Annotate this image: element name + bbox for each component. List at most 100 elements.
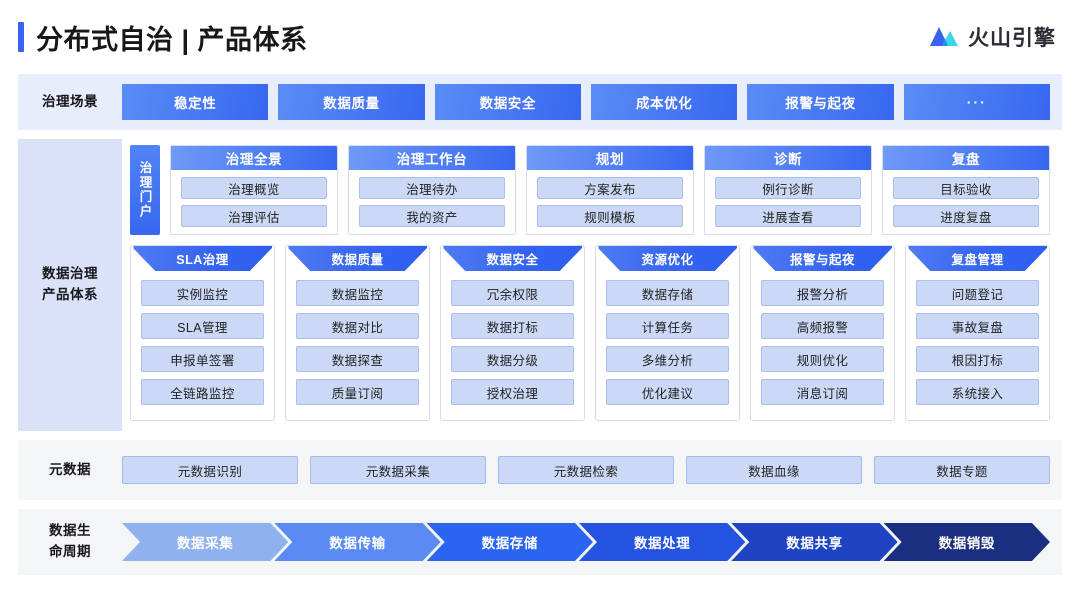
panel-items: 治理待办 我的资产: [349, 170, 515, 234]
item-incident-review[interactable]: 事故复盘: [916, 313, 1039, 339]
panel-governance-workbench: 治理工作台 治理待办 我的资产: [348, 145, 516, 235]
scenario-button-data-security[interactable]: 数据安全: [434, 84, 581, 120]
scenario-button-cost-optimization[interactable]: 成本优化: [590, 84, 738, 120]
lifecycle-stage-processing[interactable]: 数据处理: [579, 523, 745, 561]
item-governance-overview[interactable]: 治理概览: [181, 177, 327, 199]
metadata-button-identification[interactable]: 元数据识别: [122, 456, 298, 484]
lifecycle-stage-transmission[interactable]: 数据传输: [274, 523, 440, 561]
panel-items: 治理概览 治理评估: [171, 170, 337, 234]
volcano-mountain-icon: [930, 27, 958, 46]
item-root-cause-tagging[interactable]: 根因打标: [916, 346, 1039, 372]
item-governance-assessment[interactable]: 治理评估: [181, 205, 327, 227]
metadata-button-data-topic[interactable]: 数据专题: [874, 456, 1050, 484]
page-title: 分布式自治 | 产品体系: [36, 24, 308, 55]
scenario-button-stability[interactable]: 稳定性: [122, 84, 269, 120]
item-system-onboarding[interactable]: 系统接入: [916, 379, 1039, 405]
card-sla-governance: SLA治理 实例监控 SLA管理 申报单签署 全链路监控: [130, 245, 275, 421]
item-governance-todo[interactable]: 治理待办: [359, 177, 505, 199]
spacer: [0, 431, 1080, 440]
item-data-monitoring[interactable]: 数据监控: [296, 280, 419, 306]
lifecycle-section: 数据生 命周期 数据采集 数据传输 数据存储 数据处理 数据共享 数据销毁: [18, 509, 1062, 575]
item-full-link-monitoring[interactable]: 全链路监控: [141, 379, 264, 405]
metadata-section: 元数据 元数据识别 元数据采集 元数据检索 数据血缘 数据专题: [18, 440, 1062, 500]
metadata-button-row: 元数据识别 元数据采集 元数据检索 数据血缘 数据专题: [122, 440, 1062, 500]
spacer: [0, 130, 1080, 139]
title-accent-bar: [18, 22, 24, 52]
card-title: 数据安全: [443, 246, 582, 271]
lifecycle-section-label: 数据生 命周期: [18, 509, 122, 575]
item-multidimensional-analysis[interactable]: 多维分析: [606, 346, 729, 372]
panel-title: 治理全景: [171, 146, 337, 170]
item-message-subscription[interactable]: 消息订阅: [761, 379, 884, 405]
item-progress-review[interactable]: 进度复盘: [893, 205, 1039, 227]
item-rule-template[interactable]: 规则模板: [537, 205, 683, 227]
item-high-frequency-alerts[interactable]: 高频报警: [761, 313, 884, 339]
metadata-button-data-lineage[interactable]: 数据血缘: [686, 456, 862, 484]
card-data-quality: 数据质量 数据监控 数据对比 数据探查 质量订阅: [285, 245, 430, 421]
item-my-assets[interactable]: 我的资产: [359, 205, 505, 227]
core-section-label-line2: 产品体系: [42, 287, 98, 302]
panel-title: 诊断: [705, 146, 871, 170]
panel-title: 复盘: [883, 146, 1049, 170]
core-section: 数据治理 产品体系 治理门户 治理全景 治理概览 治理评估 治理工作台 治理待办: [18, 139, 1062, 431]
item-data-exploration[interactable]: 数据探查: [296, 346, 419, 372]
panel-items: 目标验收 进度复盘: [883, 170, 1049, 234]
title-group: 分布式自治 | 产品体系: [18, 18, 929, 57]
lifecycle-stage-destruction[interactable]: 数据销毁: [884, 523, 1050, 561]
lifecycle-stage-storage[interactable]: 数据存储: [427, 523, 593, 561]
core-section-body: 治理门户 治理全景 治理概览 治理评估 治理工作台 治理待办 我的资产: [122, 139, 1062, 431]
lifecycle-stage-sharing[interactable]: 数据共享: [731, 523, 897, 561]
item-plan-release[interactable]: 方案发布: [537, 177, 683, 199]
card-review-management: 复盘管理 问题登记 事故复盘 根因打标 系统接入: [905, 245, 1050, 421]
scenario-section: 治理场景 稳定性 数据质量 数据安全 成本优化 报警与起夜 ···: [18, 74, 1062, 130]
panel-review: 复盘 目标验收 进度复盘: [882, 145, 1050, 235]
card-title: SLA治理: [133, 246, 272, 271]
spacer: [0, 500, 1080, 509]
item-sla-management[interactable]: SLA管理: [141, 313, 264, 339]
item-data-comparison[interactable]: 数据对比: [296, 313, 419, 339]
brand-name: 火山引擎: [968, 27, 1056, 50]
item-rule-optimization[interactable]: 规则优化: [761, 346, 884, 372]
item-instance-monitoring[interactable]: 实例监控: [141, 280, 264, 306]
item-declaration-signing[interactable]: 申报单签署: [141, 346, 264, 372]
portal-vertical-tab[interactable]: 治理门户: [130, 145, 160, 235]
item-authorization-governance[interactable]: 授权治理: [451, 379, 574, 405]
metadata-button-retrieval[interactable]: 元数据检索: [498, 456, 674, 484]
governance-portal-row: 治理门户 治理全景 治理概览 治理评估 治理工作台 治理待办 我的资产: [130, 145, 1050, 235]
card-title: 资源优化: [598, 246, 737, 271]
item-data-tagging[interactable]: 数据打标: [451, 313, 574, 339]
metadata-button-collection[interactable]: 元数据采集: [310, 456, 486, 484]
item-data-storage[interactable]: 数据存储: [606, 280, 729, 306]
scenario-button-more[interactable]: ···: [903, 84, 1050, 120]
card-alert-oncall: 报警与起夜 报警分析 高频报警 规则优化 消息订阅: [750, 245, 895, 421]
item-progress-view[interactable]: 进展查看: [715, 205, 861, 227]
card-title: 数据质量: [288, 246, 427, 271]
panel-title: 治理工作台: [349, 146, 515, 170]
panel-governance-overview: 治理全景 治理概览 治理评估: [170, 145, 338, 235]
lifecycle-section-label-line1: 数据生: [49, 523, 91, 539]
lifecycle-stage-collection[interactable]: 数据采集: [122, 523, 288, 561]
item-quality-subscription[interactable]: 质量订阅: [296, 379, 419, 405]
card-resource-optimization: 资源优化 数据存储 计算任务 多维分析 优化建议: [595, 245, 740, 421]
item-issue-registration[interactable]: 问题登记: [916, 280, 1039, 306]
item-data-classification[interactable]: 数据分级: [451, 346, 574, 372]
card-title: 复盘管理: [908, 246, 1047, 271]
item-routine-diagnosis[interactable]: 例行诊断: [715, 177, 861, 199]
page-header: 分布式自治 | 产品体系 火山引擎: [0, 0, 1080, 74]
panel-planning: 规划 方案发布 规则模板: [526, 145, 694, 235]
product-cards-row: SLA治理 实例监控 SLA管理 申报单签署 全链路监控 数据质量 数据监控 数…: [130, 245, 1050, 421]
panel-items: 方案发布 规则模板: [527, 170, 693, 234]
item-redundant-permissions[interactable]: 冗余权限: [451, 280, 574, 306]
scenario-button-alert-oncall[interactable]: 报警与起夜: [747, 84, 894, 120]
scenario-button-row: 稳定性 数据质量 数据安全 成本优化 报警与起夜 ···: [122, 74, 1062, 130]
item-compute-tasks[interactable]: 计算任务: [606, 313, 729, 339]
panel-items: 例行诊断 进展查看: [705, 170, 871, 234]
panel-title: 规划: [527, 146, 693, 170]
item-alert-analysis[interactable]: 报警分析: [761, 280, 884, 306]
item-optimization-suggestions[interactable]: 优化建议: [606, 379, 729, 405]
item-goal-acceptance[interactable]: 目标验收: [893, 177, 1039, 199]
metadata-section-label: 元数据: [49, 461, 91, 477]
scenario-button-data-quality[interactable]: 数据质量: [278, 84, 425, 120]
scenario-section-label: 治理场景: [42, 93, 98, 109]
